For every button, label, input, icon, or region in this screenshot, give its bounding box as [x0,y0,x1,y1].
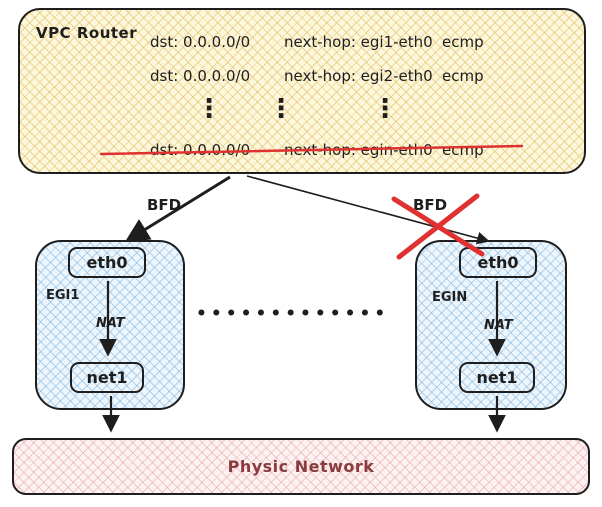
route-2-dst: dst: 0.0.0.0/0 [150,67,251,85]
egi1-nat-label: NAT [96,316,125,331]
route-2-next-hop: next-hop: egi2-eth0 [284,67,433,85]
bfd-arrow-right [246,175,490,245]
routes-ellipsis-2: ⋮ [268,94,294,124]
physic-network-label: Physic Network [227,457,375,476]
egin-eth0-box: eth0 [459,247,537,278]
route-1-next-hop: next-hop: egi1-eth0 [284,33,433,51]
routes-ellipsis-1: ⋮ [196,94,222,124]
route-row-2: dst: 0.0.0.0/0 next-hop: egi2-eth0 ecmp [150,67,484,85]
route-n-policy: ecmp [442,141,484,159]
egin-net1-box: net1 [459,362,535,393]
route-row-1: dst: 0.0.0.0/0 next-hop: egi1-eth0 ecmp [150,33,484,51]
egi-ellipsis-dots: ••••••••••••• [196,304,390,324]
egin-label: EGIN [432,290,468,305]
route-1-policy: ecmp [442,33,484,51]
route-row-n-struck: dst: 0.0.0.0/0 next-hop: egin-eth0 ecmp [150,141,484,159]
route-2-policy: ecmp [442,67,484,85]
bfd-label-left: BFD [147,196,182,214]
physic-network-box: Physic Network [12,438,590,495]
egi1-eth0-box: eth0 [68,247,146,278]
route-n-dst: dst: 0.0.0.0/0 [150,141,251,159]
route-n-next-hop: next-hop: egin-eth0 [284,141,433,159]
egi1-net1-box: net1 [70,362,144,393]
bfd-label-right: BFD [413,196,448,214]
routes-ellipsis-3: ⋮ [372,94,398,124]
route-1-dst: dst: 0.0.0.0/0 [150,33,251,51]
egin-nat-label: NAT [484,318,513,333]
egi1-label: EGI1 [46,288,80,303]
vpc-router-title: VPC Router [36,24,138,42]
